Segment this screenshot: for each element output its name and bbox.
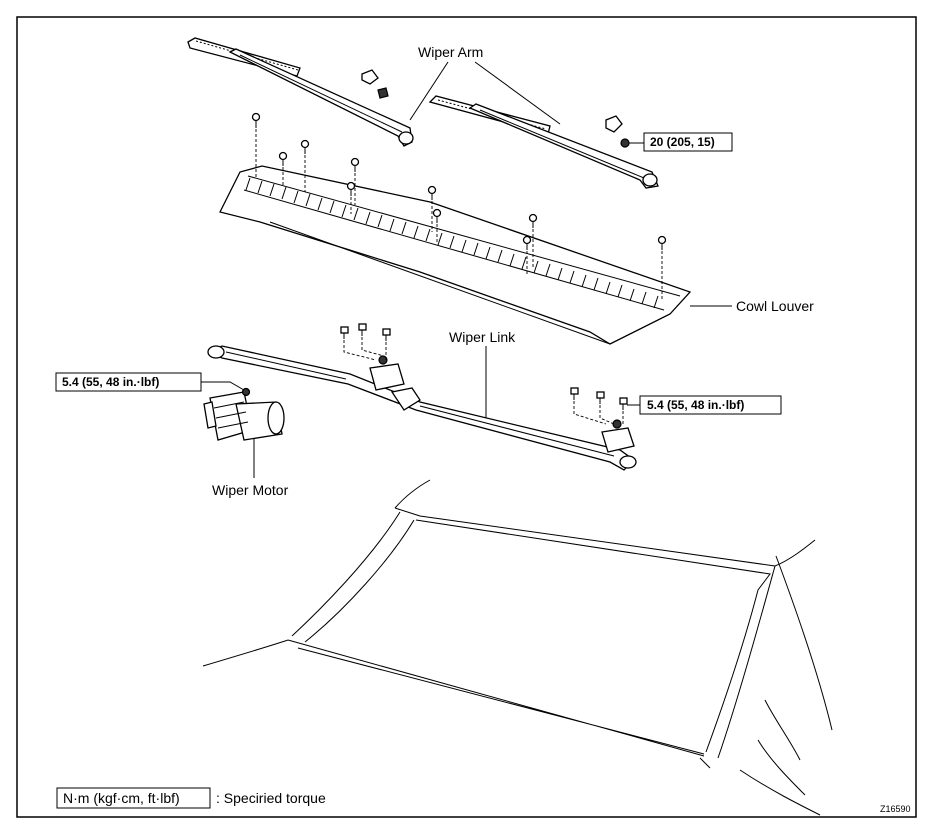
link-bolt-torque-value: 5.4 (55, 48 in.·lbf) — [647, 398, 744, 412]
arm-nut-torque-box — [643, 132, 733, 152]
legend-unit: N·m (kgf·cm, ft·lbf) — [63, 790, 180, 806]
link-bolts-right — [570, 387, 628, 426]
wiper-arm-label: Wiper Arm — [418, 44, 483, 60]
arm-nut-torque-value: 20 (205, 15) — [650, 135, 715, 149]
link-bolts-center — [340, 323, 391, 361]
cowl-screws — [251, 112, 667, 300]
wiper-arm-left — [187, 37, 414, 147]
wiper-arm-right — [428, 95, 659, 189]
legend-description: : Speciried torque — [216, 790, 326, 806]
cowl-louver-label: Cowl Louver — [736, 298, 814, 314]
wiper-link-label: Wiper Link — [449, 329, 516, 345]
wiper-link — [207, 345, 637, 471]
legend-unit-box — [56, 787, 211, 809]
figure-code: Z16590 — [880, 804, 911, 814]
wiper-motor-label: Wiper Motor — [212, 482, 289, 498]
wiper-motor — [203, 387, 285, 441]
windshield-outline — [202, 479, 833, 816]
cowl-louver — [219, 165, 692, 345]
link-bolt-torque-box — [639, 395, 782, 415]
motor-bolt-torque-value: 5.4 (55, 48 in.·lbf) — [62, 375, 159, 389]
